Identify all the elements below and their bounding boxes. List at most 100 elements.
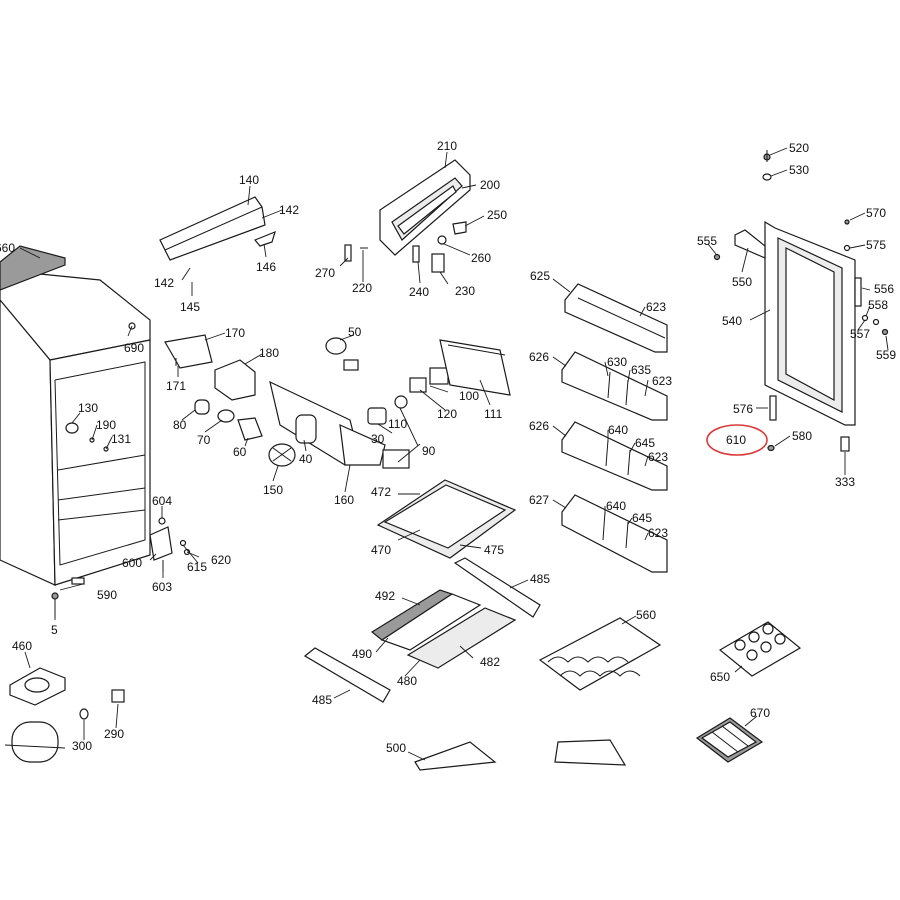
label-550: 550 (732, 275, 752, 289)
label-485-bottom: 485 (312, 693, 332, 707)
part-labels: 660 690 130 190 131 590 5 460 300 290 60… (0, 139, 896, 755)
ice-tray-670 (695, 717, 764, 763)
lamp-parts (194, 399, 235, 423)
label-650: 650 (710, 670, 730, 684)
label-615: 615 (187, 560, 207, 574)
screw-5 (51, 592, 59, 618)
egg-tray-650 (718, 621, 802, 677)
label-670: 670 (750, 706, 770, 720)
label-90: 90 (422, 444, 436, 458)
label-600: 600 (122, 556, 142, 570)
label-240: 240 (409, 285, 429, 299)
label-580: 580 (792, 429, 812, 443)
label-610: 610 (726, 433, 746, 447)
glass-492 (370, 589, 482, 651)
hinge-600 (149, 517, 191, 572)
label-575: 575 (866, 238, 886, 252)
label-142-right: 142 (279, 203, 299, 217)
label-604: 604 (152, 494, 172, 508)
motor-unit (4, 721, 66, 763)
label-142-left: 142 (154, 276, 174, 290)
door-shelf-626a (561, 351, 668, 421)
label-557: 557 (850, 327, 870, 341)
label-559: 559 (876, 348, 896, 362)
label-485-top: 485 (530, 572, 550, 586)
label-530: 530 (789, 163, 809, 177)
cabinet-660 (0, 245, 151, 586)
label-260: 260 (471, 251, 491, 265)
label-540: 540 (722, 314, 742, 328)
label-645-b: 645 (632, 511, 652, 525)
label-660: 660 (0, 241, 15, 255)
door-parts-small (344, 221, 467, 273)
label-70: 70 (197, 433, 211, 447)
label-5: 5 (51, 623, 58, 637)
label-472: 472 (371, 485, 391, 499)
label-570: 570 (866, 206, 886, 220)
small-parts-left (79, 437, 125, 720)
label-560: 560 (636, 608, 656, 622)
label-80: 80 (173, 418, 187, 432)
label-290: 290 (104, 727, 124, 741)
container-bottom (554, 739, 627, 766)
switches (367, 367, 449, 469)
label-460: 460 (12, 639, 32, 653)
label-140: 140 (239, 173, 259, 187)
bracket-111 (439, 339, 511, 396)
label-111: 111 (484, 407, 503, 421)
label-623-a: 623 (646, 300, 666, 314)
label-230: 230 (455, 284, 475, 298)
label-220: 220 (352, 281, 372, 295)
label-635: 635 (631, 363, 651, 377)
knob-150 (268, 443, 296, 467)
label-626-b: 626 (529, 419, 549, 433)
label-171: 171 (166, 379, 186, 393)
label-492: 492 (375, 589, 395, 603)
crisper-500 (414, 741, 497, 771)
label-146: 146 (256, 260, 276, 274)
label-640-a: 640 (608, 423, 628, 437)
label-470: 470 (371, 543, 391, 557)
label-100: 100 (459, 389, 479, 403)
label-603: 603 (152, 580, 172, 594)
label-30: 30 (371, 432, 385, 446)
highlight-oval (706, 424, 768, 456)
label-558: 558 (868, 298, 888, 312)
label-645-a: 645 (635, 436, 655, 450)
door-shelf-626b (561, 421, 668, 491)
label-200: 200 (480, 178, 500, 192)
label-623-c: 623 (648, 450, 668, 464)
label-590: 590 (97, 588, 117, 602)
label-190: 190 (96, 418, 116, 432)
compressor-460 (9, 667, 66, 706)
label-630: 630 (607, 355, 627, 369)
label-500: 500 (386, 741, 406, 755)
label-623-d: 623 (648, 526, 668, 540)
bottle-rack-560 (538, 617, 662, 691)
label-640-b: 640 (606, 499, 626, 513)
label-120: 120 (437, 407, 457, 421)
label-475: 475 (484, 543, 504, 557)
label-40: 40 (299, 452, 313, 466)
label-333: 333 (835, 475, 855, 489)
leader-lines (19, 147, 889, 761)
plate-60 (237, 417, 263, 441)
label-150: 150 (263, 483, 283, 497)
freezer-door-200 (379, 159, 471, 256)
label-250: 250 (487, 208, 507, 222)
cover-485-top (453, 557, 541, 618)
label-110: 110 (388, 417, 407, 431)
housing-180 (214, 359, 386, 466)
label-490: 490 (352, 647, 372, 661)
label-50: 50 (348, 325, 362, 339)
label-690: 690 (124, 341, 144, 355)
label-555: 555 (697, 234, 717, 248)
label-170: 170 (225, 326, 245, 340)
label-60: 60 (233, 445, 247, 459)
label-520: 520 (789, 141, 809, 155)
bracket-170 (164, 334, 213, 369)
cover-485-bottom (303, 647, 391, 703)
label-130: 130 (78, 401, 98, 415)
crisper-cover-480 (406, 607, 517, 669)
label-270: 270 (315, 266, 335, 280)
